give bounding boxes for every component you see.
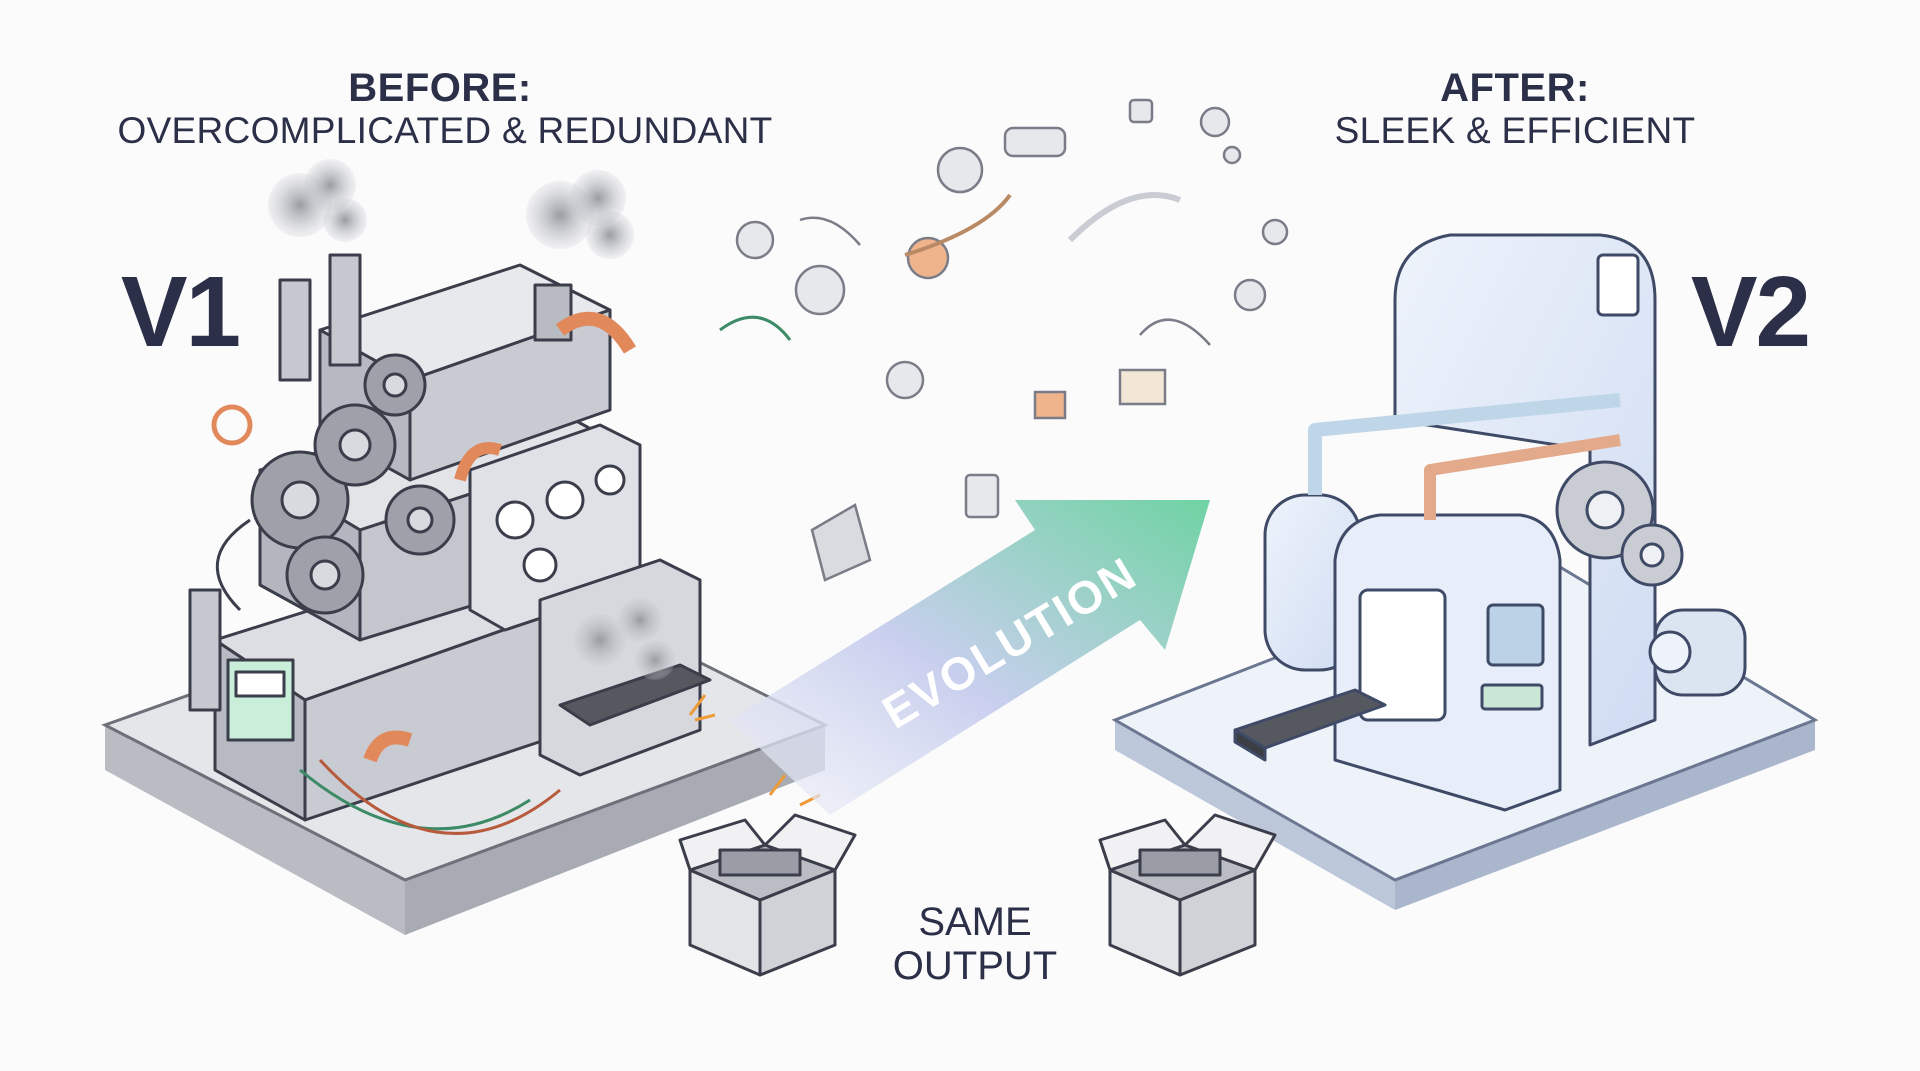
evolution-arrow bbox=[730, 500, 1210, 815]
output-box-v1 bbox=[678, 813, 857, 977]
flying-parts bbox=[719, 98, 1289, 582]
v1-version-label: V1 bbox=[120, 256, 241, 368]
before-subtitle: OVERCOMPLICATED & REDUNDANT bbox=[117, 110, 773, 151]
v1-messy-machine bbox=[188, 253, 712, 835]
v2-sleek-machine bbox=[1233, 233, 1747, 812]
v2-version-label: V2 bbox=[1690, 256, 1811, 368]
same-output-line-2: OUTPUT bbox=[892, 944, 1058, 988]
after-heading: AFTER: bbox=[1440, 66, 1590, 110]
after-subtitle: SLEEK & EFFICIENT bbox=[1334, 110, 1696, 151]
before-heading: BEFORE: bbox=[348, 66, 532, 110]
output-box-v2 bbox=[1098, 813, 1277, 977]
smoke-clouds bbox=[268, 159, 675, 680]
same-output-line-1: SAME bbox=[918, 900, 1032, 944]
same-output-label: SAME OUTPUT bbox=[880, 900, 1070, 988]
